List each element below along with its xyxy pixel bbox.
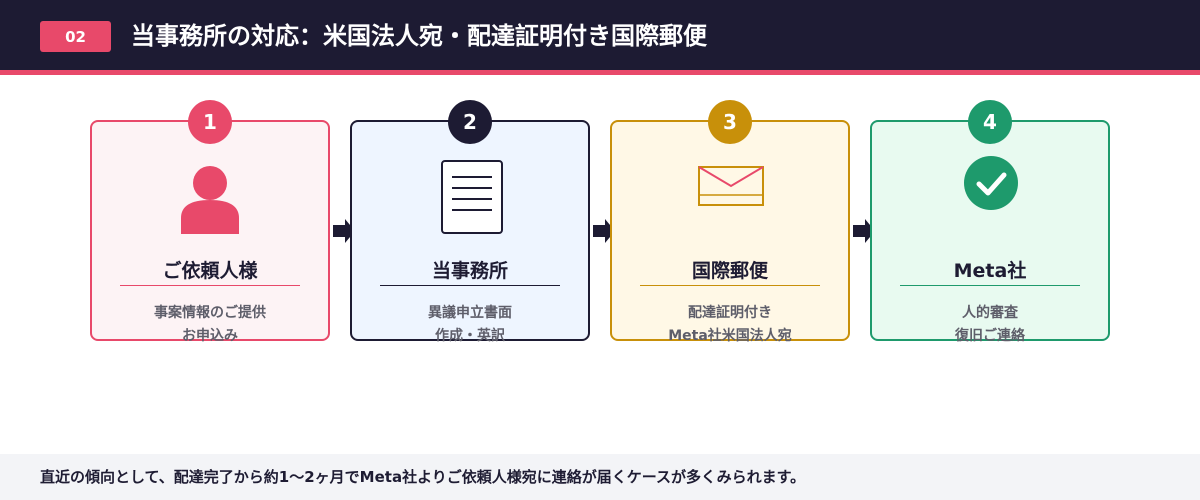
check-circle-icon	[964, 156, 1018, 210]
divider	[380, 285, 560, 286]
envelope-icon	[698, 166, 764, 206]
step-number-badge: 2	[448, 100, 492, 144]
step-description: 配達証明付き Meta社米国法人宛	[612, 302, 848, 348]
step-title: 国際郵便	[691, 260, 768, 282]
step-card-mail: 国際郵便 配達証明付き Meta社米国法人宛	[610, 120, 850, 344]
document-icon	[441, 160, 503, 234]
step-title: 当事務所	[431, 260, 508, 282]
step-desc-line: 配達証明付き	[688, 305, 772, 321]
divider	[120, 285, 300, 286]
header-accent-line	[0, 70, 1200, 75]
step-desc-line: 人的審査	[962, 305, 1018, 321]
step-title: ご依頼人様	[162, 260, 258, 282]
page-title: 当事務所の対応：米国法人宛・配達証明付き国際郵便	[131, 22, 707, 50]
step-desc-line: 作成・英訳	[435, 328, 505, 344]
divider	[900, 285, 1080, 286]
header-bar	[0, 0, 1200, 70]
person-icon	[181, 166, 239, 234]
step-description: 異議申立書面 作成・英訳	[352, 302, 588, 348]
step-desc-line: 復旧ご連絡	[955, 328, 1025, 344]
step-card-client: ご依頼人様 事案情報のご提供 お申込み	[90, 120, 330, 344]
step-desc-line: 事案情報のご提供	[154, 305, 266, 321]
footer-note: 直近の傾向として、配達完了から約1〜2ヶ月でMeta社よりご依頼人様宛に連絡が届…	[40, 468, 806, 486]
step-description: 事案情報のご提供 お申込み	[92, 302, 328, 348]
divider	[640, 285, 820, 286]
footer-note-bar: 直近の傾向として、配達完了から約1〜2ヶ月でMeta社よりご依頼人様宛に連絡が届…	[0, 454, 1200, 500]
step-card-office: 当事務所 異議申立書面 作成・英訳	[350, 120, 590, 344]
step-desc-line: Meta社米国法人宛	[668, 328, 792, 344]
section-badge: 02	[40, 21, 111, 52]
step-title: Meta社	[953, 260, 1027, 282]
step-card-meta: Meta社 人的審査 復旧ご連絡	[870, 120, 1110, 344]
step-description: 人的審査 復旧ご連絡	[872, 302, 1108, 348]
step-number-badge: 4	[968, 100, 1012, 144]
step-number-badge: 1	[188, 100, 232, 144]
step-desc-line: 異議申立書面	[428, 305, 512, 321]
step-number-badge: 3	[708, 100, 752, 144]
step-desc-line: お申込み	[182, 328, 238, 344]
